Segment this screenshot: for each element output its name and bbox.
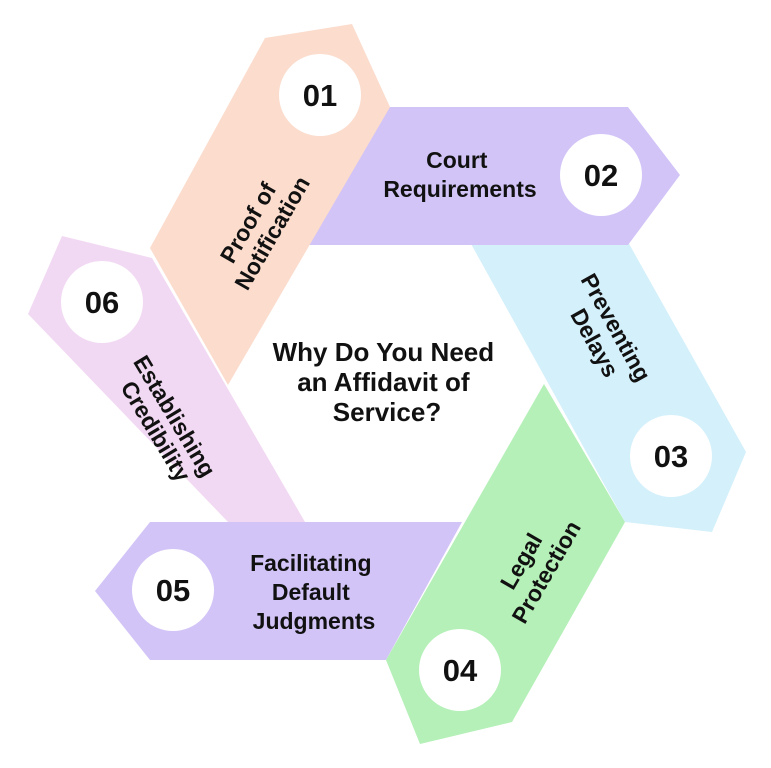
center-title-line-3: Service? [333,397,441,427]
step-06-badge [61,261,143,343]
step-05-label: Facilitating Default Judgments [250,550,378,634]
step-04-badge [419,629,501,711]
step-02: Court Requirements 02 [307,107,680,245]
center-title: Why Do You Need an Affidavit of Service? [273,337,502,427]
step-02-label-line-1: Court [426,147,488,173]
step-05-number: 05 [156,573,190,608]
step-06-number: 06 [85,285,119,320]
step-02-label-line-2: Requirements [383,176,536,202]
center-title-line-2: an Affidavit of [297,367,470,397]
step-01-badge [279,54,361,136]
center-title-line-1: Why Do You Need [273,337,495,367]
step-04: Legal Protection 04 [386,384,625,744]
step-03-number: 03 [654,439,688,474]
step-05: Facilitating Default Judgments 05 [95,522,462,660]
step-05-label-line-1: Facilitating [250,550,371,576]
step-02-badge [560,134,642,216]
step-05-label-line-2: Default [272,579,350,605]
step-03: Preventing Delays 03 [470,242,746,532]
step-01: Proof of Notification 01 [150,24,390,385]
step-05-badge [132,549,214,631]
step-02-number: 02 [584,158,618,193]
step-01-number: 01 [303,78,337,113]
step-03-badge [630,415,712,497]
step-05-label-line-3: Judgments [253,608,376,634]
step-02-label: Court Requirements [383,147,536,202]
step-04-number: 04 [443,653,478,688]
